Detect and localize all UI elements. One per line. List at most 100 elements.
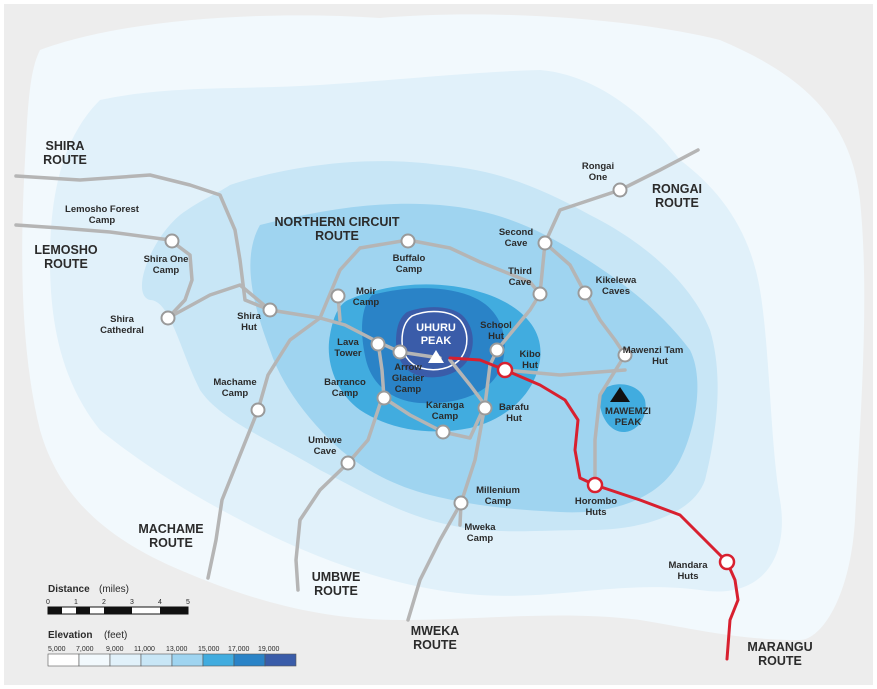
distance-scale-seg-3 [104,607,132,614]
summit-triangle-icon[interactable] [428,350,444,363]
elevation-swatch-6 [233,653,266,667]
distance-scale-seg-2 [76,607,90,614]
elevation-tick-6: 17,000 [228,646,250,653]
distance-legend: Distance (miles) 0 1 2 3 4 5 [46,584,190,615]
peak-triangle-icon[interactable] [610,387,630,402]
camp-label-lava-tower-1: Lava [337,337,359,348]
camp-label-buffalo-2: Camp [396,264,423,275]
elevation-swatch-1 [78,653,111,667]
elevation-swatches [47,653,297,667]
elevation-swatch-3 [140,653,173,667]
camp-label-shira-hut-2: Hut [241,322,258,333]
camp-marker-buffalo[interactable] [400,233,416,249]
route-label-rongai-2: ROUTE [655,196,699,210]
trail-southern-circuit [376,340,487,440]
camp-marker-school-hut[interactable] [489,342,505,358]
camp-label-lava-tower-2: Tower [334,348,362,359]
camp-marker-kikelewa[interactable] [577,285,593,301]
uhuru-peak-label-1: UHURU [416,322,456,334]
camp-marker-barafu[interactable] [477,400,493,416]
camp-label-third-cave-1: Third [508,266,532,277]
camp-marker-karanga[interactable] [435,424,451,440]
route-label-mweka-2: ROUTE [413,638,457,652]
route-label-shira-1: SHIRA [46,139,85,153]
camp-label-mawenzi-tarn-2: Hut [652,356,669,367]
elevation-legend-title: Elevation [48,630,92,641]
camp-marker-moir[interactable] [330,288,346,304]
route-labels: SHIRA ROUTE LEMOSHO ROUTE NORTHERN CIRCU… [34,139,812,668]
camp-label-barranco-1: Barranco [324,377,366,388]
route-label-northern-circuit-1: NORTHERN CIRCUIT [275,215,400,229]
distance-tick-4: 4 [158,599,162,606]
camp-label-arrow-glacier-2: Glacier [392,373,425,384]
camp-label-second-cave-2: Cave [505,238,528,249]
elevation-swatch-7 [264,653,297,667]
elevation-swatch-0 [47,653,80,667]
route-label-machame-2: ROUTE [149,536,193,550]
camp-markers [160,182,633,511]
elevation-tick-7: 19,000 [258,646,280,653]
camp-label-shira-one-1: Shira One [144,254,189,265]
camp-label-third-cave-2: Cave [509,277,532,288]
camp-label-kikelewa-2: Caves [602,286,630,297]
legend: Distance (miles) 0 1 2 3 4 5 Elevation (… [46,584,297,667]
camp-label-shira-cathedral-2: Cathedral [100,325,144,336]
camp-marker-third-cave[interactable] [532,286,548,302]
route-label-shira-2: ROUTE [43,153,87,167]
camp-marker-millenium[interactable] [453,495,469,511]
camp-label-kibo-hut-2: Hut [522,360,539,371]
trail-mweka [406,403,487,622]
camp-marker-shira-cathedral[interactable] [160,310,176,326]
camp-label-buffalo-1: Buffalo [393,253,426,264]
mawenzi-peak-label-1: MAWEMZI [605,406,651,417]
elevation-tick-4: 13,000 [166,646,188,653]
camp-marker-shira-hut[interactable] [262,302,278,318]
camp-marker-kibo-hut[interactable] [496,361,514,379]
elevation-tick-0: 5,000 [48,646,66,653]
trail-shira-hut-to-lava [268,308,380,344]
camp-marker-second-cave[interactable] [537,235,553,251]
elevation-legend: Elevation (feet) 5,000 7,000 9,000 11,00… [47,630,297,667]
camp-marker-machame[interactable] [250,402,266,418]
camp-label-umbwe-cave-2: Cave [314,446,337,457]
camp-label-shira-one-2: Camp [153,265,180,276]
distance-tick-0: 0 [46,599,50,606]
mawenzi-peak-label-2: PEAK [615,417,642,428]
camp-label-mawenzi-tarn-1: Mawenzi Tam [623,345,684,356]
camp-marker-barranco[interactable] [376,390,392,406]
uhuru-summit-ring [401,310,468,371]
elevation-tick-1: 7,000 [76,646,94,653]
elevation-swatch-5 [202,653,235,667]
camp-marker-horombo[interactable] [586,476,604,494]
route-label-marangu-1: MARANGU [747,640,812,654]
camp-label-lemosho-forest-2: Camp [89,215,116,226]
distance-legend-unit: (miles) [99,584,129,595]
camp-marker-lava-tower[interactable] [370,336,386,352]
trail-lemosho [14,223,194,320]
route-label-northern-circuit-2: ROUTE [315,229,359,243]
camp-marker-umbwe-cave[interactable] [340,455,356,471]
camp-marker-mawenzi-tarn[interactable] [617,347,633,363]
camp-marker-arrow-glacier[interactable] [392,344,408,360]
camp-marker-mandara[interactable] [718,553,736,571]
trail-shira-cathedral [166,283,272,320]
camp-label-barranco-2: Camp [332,388,359,399]
camp-label-arrow-glacier-1: Arrow [394,362,422,373]
camp-marker-shira-one[interactable] [164,233,180,249]
elevation-band-19000 [396,307,473,378]
trail-rongai-lower [543,241,627,357]
route-label-umbwe-2: ROUTE [314,584,358,598]
distance-tick-2: 2 [102,599,106,606]
camp-label-school-hut-2: Hut [488,331,505,342]
trail-machame [206,316,322,580]
route-label-rongai-1: RONGAI [652,182,702,196]
camp-label-millenium-1: Millenium [476,485,520,496]
elevation-tick-2: 9,000 [106,646,124,653]
trail-network [14,148,700,622]
camp-labels: Lemosho Forest Camp Shira One Camp Shira… [65,161,708,582]
camp-marker-rongai-one[interactable] [612,182,628,198]
elevation-tick-3: 11,000 [134,646,155,653]
distance-tick-5: 5 [186,599,190,606]
camp-label-kibo-hut-1: Kibo [519,349,540,360]
